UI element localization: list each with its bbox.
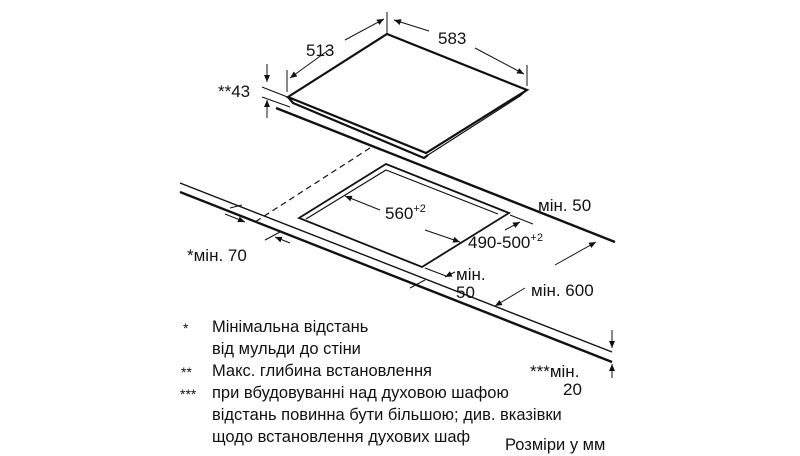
min-oven-label: ***мін.	[530, 362, 580, 381]
worktop-outline	[179, 106, 616, 364]
cutout-depth-label: 490-500+2	[468, 232, 543, 252]
cooktop-outline	[285, 32, 530, 160]
min-back-distance-label: мін. 50	[538, 196, 592, 215]
footnote-line: при вбудовуванні над духовою шафою	[212, 384, 509, 402]
cutout-width-label: 560+2	[385, 203, 426, 223]
footnote-line: від мульди до стіни	[212, 340, 361, 358]
min-worktop-depth-label: мін. 600	[531, 281, 594, 300]
min-front-label: мін.	[456, 265, 486, 284]
dimension-lines	[261, 12, 528, 118]
cutout-depth-tolerance: +2	[530, 232, 543, 244]
cutout-outline	[297, 162, 511, 269]
footnote-2: Макс. глибина встановлення	[212, 360, 432, 382]
cooktop-height-label: **43	[218, 82, 251, 101]
footnote-marker: *	[183, 320, 189, 336]
cooktop-width-label: 583	[438, 29, 467, 48]
cutout-depth-value: 490-500	[468, 233, 531, 252]
footnote-line: відстань повинна бути більшою; див. вказ…	[212, 406, 562, 424]
min-side-distance-label: *мін. 70	[187, 246, 247, 265]
footnote-line: щодо встановлення духових шаф	[212, 428, 471, 446]
footnote-marker: **	[181, 364, 192, 380]
min-oven-value: 20	[563, 380, 582, 399]
cooktop-depth-label: 513	[306, 41, 335, 60]
footnote-1: Мінімальна відстань від мульди до стіни	[212, 316, 368, 360]
units-note: Розміри у мм	[505, 436, 606, 454]
footnote-marker: ***	[180, 386, 197, 402]
footnote-line: Макс. глибина встановлення	[212, 362, 432, 380]
cutout-dimension-lines	[224, 195, 615, 378]
min-front-value: 50	[456, 283, 475, 302]
footnote-3: при вбудовуванні над духовою шафою відст…	[212, 382, 562, 448]
footnote-line: Мінімальна відстань	[212, 318, 369, 336]
cutout-width-value: 560	[385, 204, 414, 223]
cutout-width-tolerance: +2	[413, 203, 426, 215]
